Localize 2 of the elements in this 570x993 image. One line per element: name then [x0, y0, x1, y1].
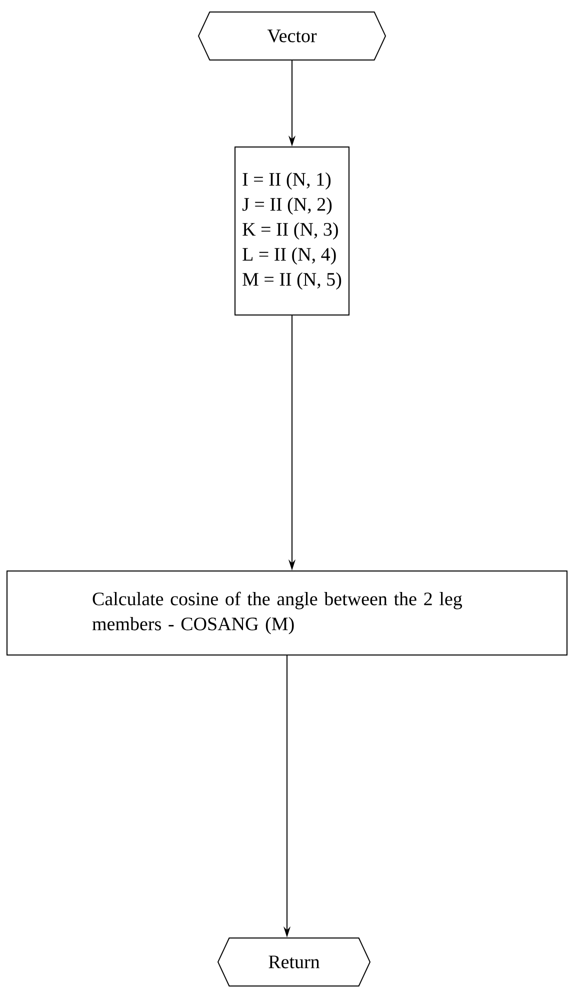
process-box: Calculate cosine of the angle between the 2 leg members - COSANG (M)	[6, 570, 568, 656]
process-box: I = II (N, 1) J = II (N, 2) K = II (N, 3) L = II (N, 4) M = II (N, 5)	[234, 146, 350, 316]
